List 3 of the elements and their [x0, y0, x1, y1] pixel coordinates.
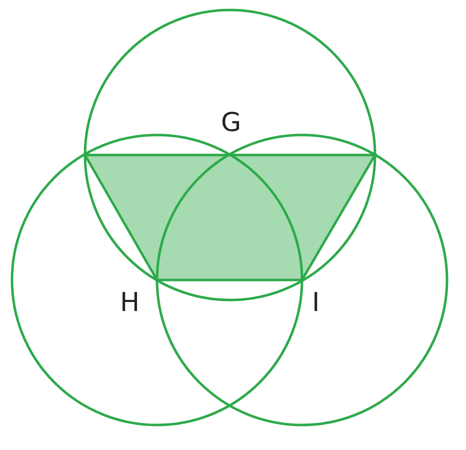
point-label: I: [312, 290, 320, 316]
point-label: H: [120, 290, 140, 316]
point-label: G: [221, 110, 242, 136]
